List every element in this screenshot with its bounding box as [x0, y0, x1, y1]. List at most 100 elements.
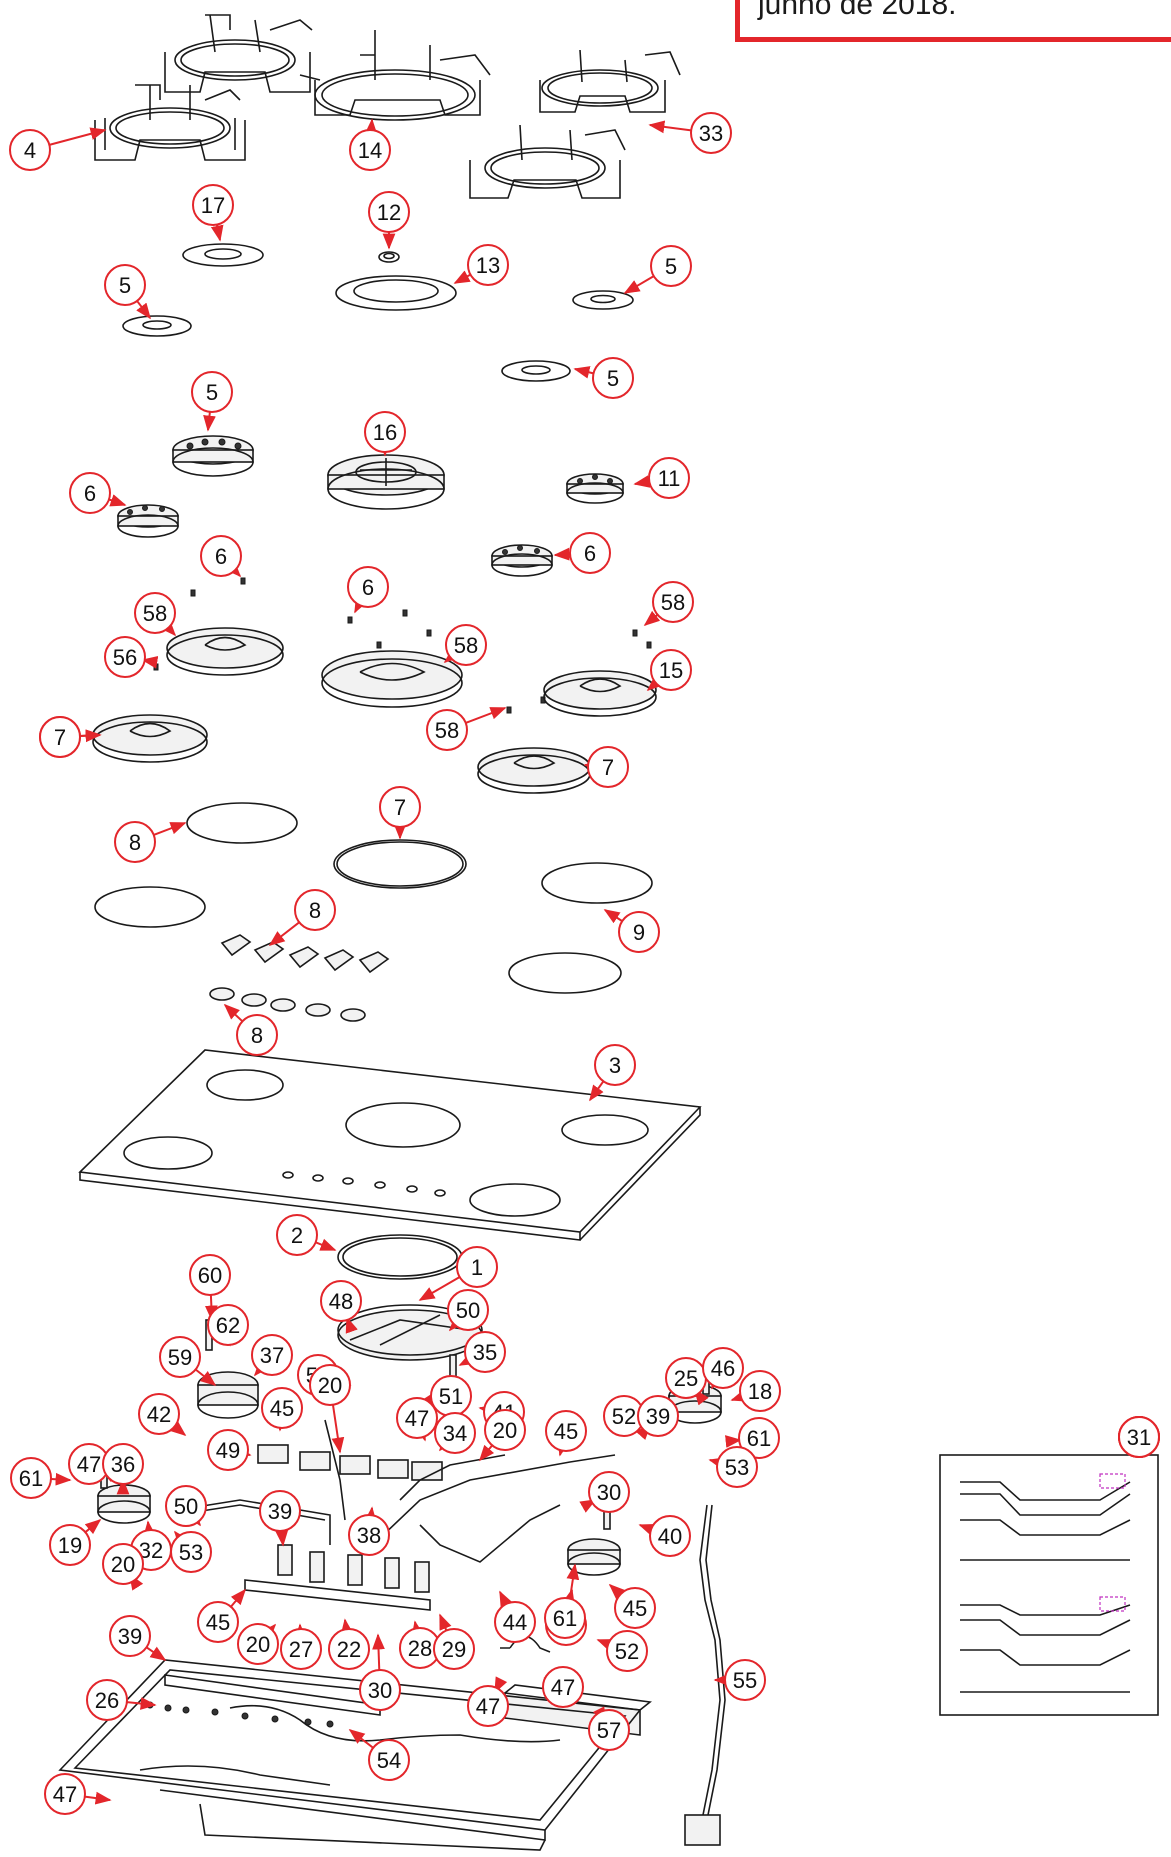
callout-number: 28 — [408, 1636, 432, 1661]
callout-number: 30 — [597, 1480, 621, 1505]
callout-leader-line — [500, 1592, 506, 1604]
callout-leader-line — [154, 823, 185, 835]
callout-45: 45 — [198, 1590, 245, 1642]
callout-leader-line — [225, 1005, 242, 1021]
callout-number: 22 — [337, 1637, 361, 1662]
callout-12: 12 — [369, 192, 409, 248]
callout-number: 49 — [216, 1438, 240, 1463]
callout-number: 8 — [309, 898, 321, 923]
callout-13: 13 — [455, 245, 508, 285]
callout-61: 61 — [11, 1458, 70, 1498]
callout-number: 26 — [95, 1688, 119, 1713]
callout-leader-line — [371, 120, 372, 130]
callout-2: 2 — [277, 1215, 335, 1255]
callout-number: 58 — [435, 718, 459, 743]
callout-leader-line — [466, 708, 505, 723]
callout-48: 48 — [321, 1281, 361, 1321]
callout-leader-line — [146, 1647, 165, 1660]
pan-support-small-left — [95, 85, 245, 160]
callout-leader-line — [137, 301, 150, 318]
callout-30: 30 — [589, 1472, 629, 1512]
callout-number: 45 — [554, 1419, 578, 1444]
callout-number: 6 — [584, 541, 596, 566]
callout-50: 50 — [166, 1486, 206, 1526]
callout-7: 7 — [40, 717, 100, 757]
callout-58: 58 — [135, 593, 175, 635]
callout-number: 47 — [551, 1675, 575, 1700]
callout-number: 5 — [607, 366, 619, 391]
callout-20: 20 — [103, 1544, 143, 1584]
callout-20: 20 — [238, 1624, 278, 1664]
callout-number: 20 — [246, 1632, 270, 1657]
pan-support-large-center — [300, 30, 490, 120]
callout-number: 56 — [113, 645, 137, 670]
callout-27: 27 — [281, 1625, 321, 1669]
callout-number: 20 — [493, 1418, 517, 1443]
callout-25: 25 — [666, 1358, 706, 1398]
callout-8: 8 — [270, 890, 335, 945]
callout-46: 46 — [703, 1348, 743, 1388]
burner-bases — [93, 628, 656, 793]
callout-number: 11 — [658, 466, 681, 491]
callout-number: 39 — [646, 1404, 670, 1429]
callout-number: 46 — [711, 1356, 735, 1381]
callout-8: 8 — [115, 822, 185, 862]
callout-leader-line — [605, 910, 622, 921]
callout-31: 31 — [1119, 1417, 1159, 1457]
callout-leader-line — [371, 1508, 372, 1515]
callout-6: 6 — [555, 533, 610, 573]
callout-leader-line — [85, 1797, 110, 1800]
callout-number: 35 — [473, 1340, 497, 1365]
callout-number: 15 — [659, 658, 683, 683]
callout-number: 39 — [118, 1624, 142, 1649]
callout-number: 4 — [24, 138, 36, 163]
callout-4: 4 — [10, 130, 105, 170]
burner-heads — [118, 436, 623, 576]
callout-6: 6 — [201, 536, 241, 576]
callout-leader-line — [635, 481, 649, 484]
callout-number: 57 — [597, 1718, 621, 1743]
callout-number: 34 — [443, 1421, 467, 1446]
callout-58: 58 — [445, 625, 486, 665]
callout-50: 50 — [448, 1290, 488, 1330]
callout-leader-line — [175, 1427, 185, 1435]
callout-number: 47 — [53, 1782, 77, 1807]
callout-26: 26 — [87, 1680, 155, 1720]
callout-leader-line — [231, 1590, 245, 1607]
callout-42: 42 — [139, 1394, 185, 1435]
callout-44: 44 — [495, 1592, 535, 1642]
callout-number: 59 — [168, 1345, 192, 1370]
callout-leader-line — [645, 615, 658, 625]
callout-number: 5 — [119, 273, 131, 298]
callout-number: 50 — [174, 1494, 198, 1519]
callout-number: 42 — [147, 1402, 171, 1427]
callout-leader-line — [710, 1460, 718, 1462]
callout-11: 11 — [635, 458, 689, 498]
callout-number: 6 — [215, 544, 227, 569]
callout-leader-line — [49, 130, 105, 145]
burner-caps — [123, 244, 633, 381]
callout-leader-line — [610, 1585, 620, 1594]
callout-39: 39 — [110, 1616, 165, 1660]
pan-support-drawings — [95, 15, 680, 198]
callout-number: 53 — [725, 1455, 749, 1480]
callout-number: 14 — [358, 138, 382, 163]
callout-22: 22 — [329, 1620, 369, 1669]
note-text: junho de 2018. — [758, 0, 957, 22]
callout-number: 12 — [377, 200, 401, 225]
callout-number: 36 — [111, 1452, 135, 1477]
callout-49: 49 — [208, 1430, 250, 1470]
callout-45: 45 — [546, 1411, 586, 1455]
callout-47: 47 — [45, 1774, 110, 1814]
callout-leader-line — [440, 1615, 446, 1631]
callout-number: 60 — [198, 1263, 222, 1288]
callout-leader-line — [350, 1730, 373, 1748]
callout-number: 18 — [748, 1379, 772, 1404]
callout-number: 38 — [357, 1523, 381, 1548]
callout-leader-line — [316, 1242, 335, 1250]
callout-number: 29 — [442, 1637, 466, 1662]
callout-number: 6 — [84, 481, 96, 506]
callout-leader-line — [378, 1635, 379, 1670]
callout-9: 9 — [605, 910, 659, 952]
callout-number: 45 — [623, 1596, 647, 1621]
